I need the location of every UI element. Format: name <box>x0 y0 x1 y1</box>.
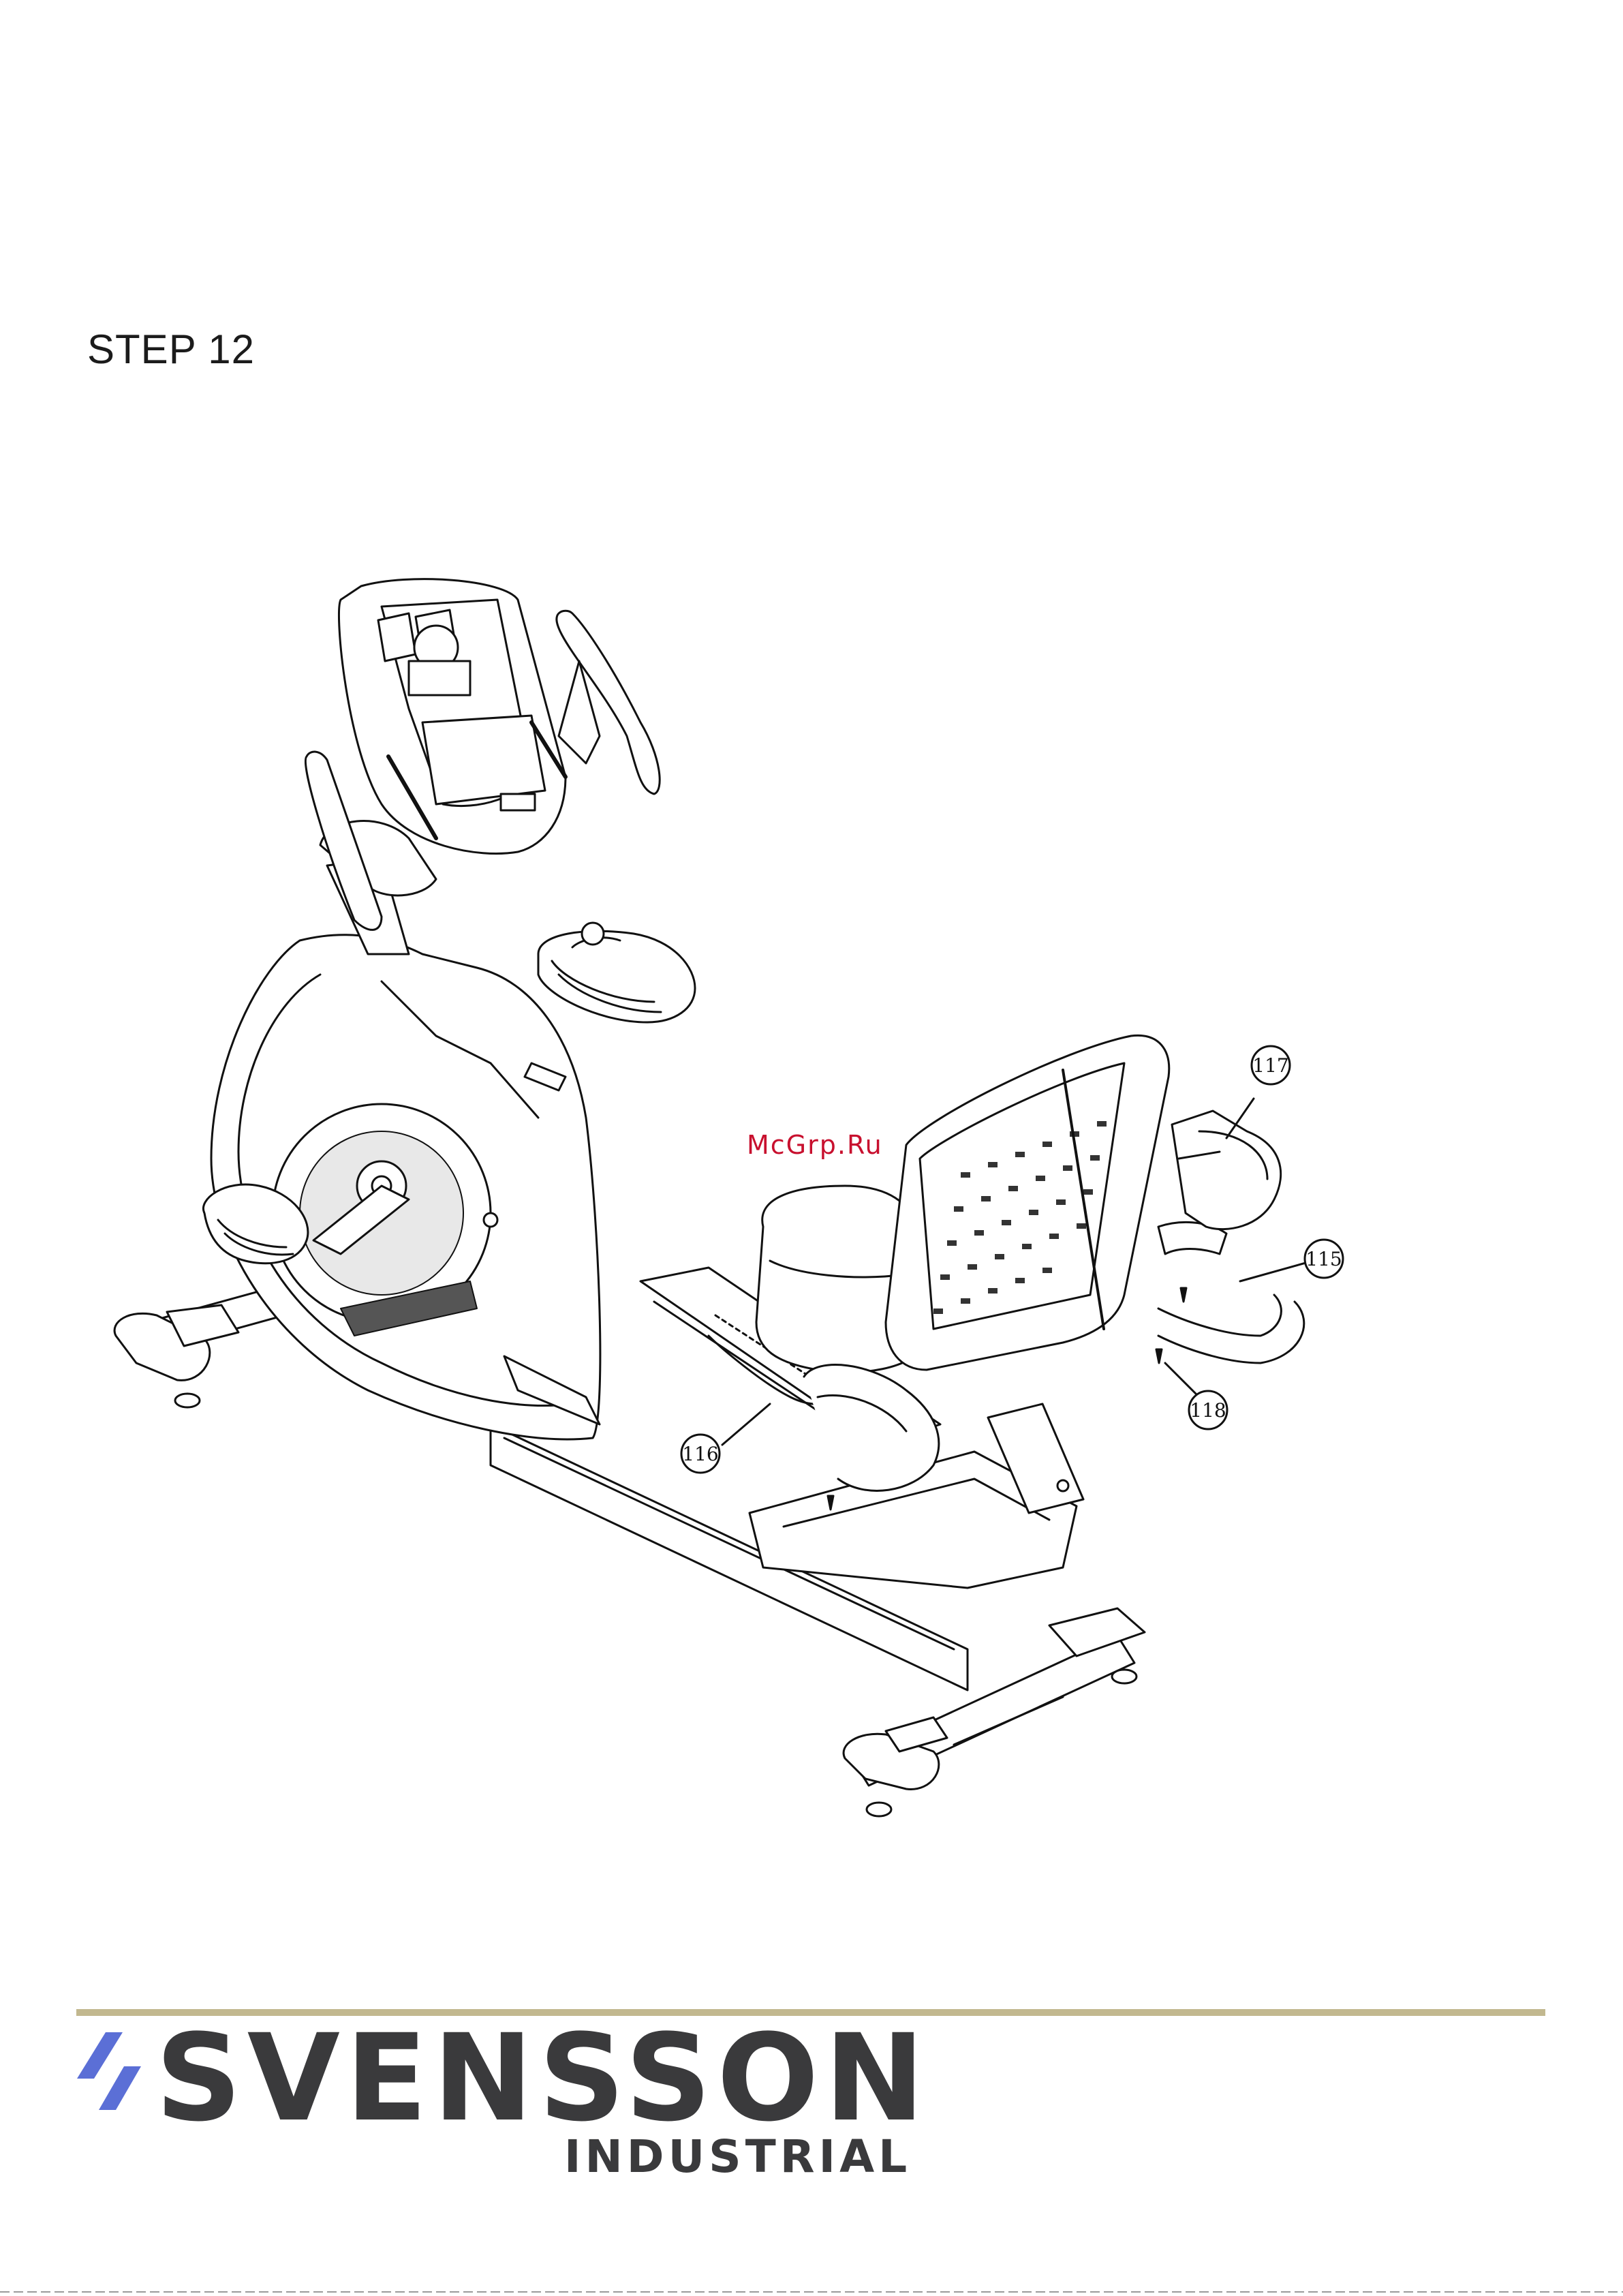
callout-label-115: 115 <box>1305 1248 1342 1270</box>
brand-subtitle: INDUSTRIAL <box>564 2130 911 2183</box>
callout-label-116: 116 <box>682 1443 718 1465</box>
callout-label-118: 118 <box>1190 1399 1226 1422</box>
brand-slash-icon <box>75 2031 143 2113</box>
front-housing <box>211 935 600 1439</box>
bottle-holder-117 <box>1172 1111 1281 1229</box>
rear-handle-115 <box>1158 1222 1304 1363</box>
seat-back <box>886 1035 1169 1370</box>
callout-label-117: 117 <box>1252 1054 1288 1077</box>
brand-name: SVENSSON <box>155 2019 930 2139</box>
console <box>339 579 566 854</box>
page-edge-line <box>0 2291 1623 2293</box>
